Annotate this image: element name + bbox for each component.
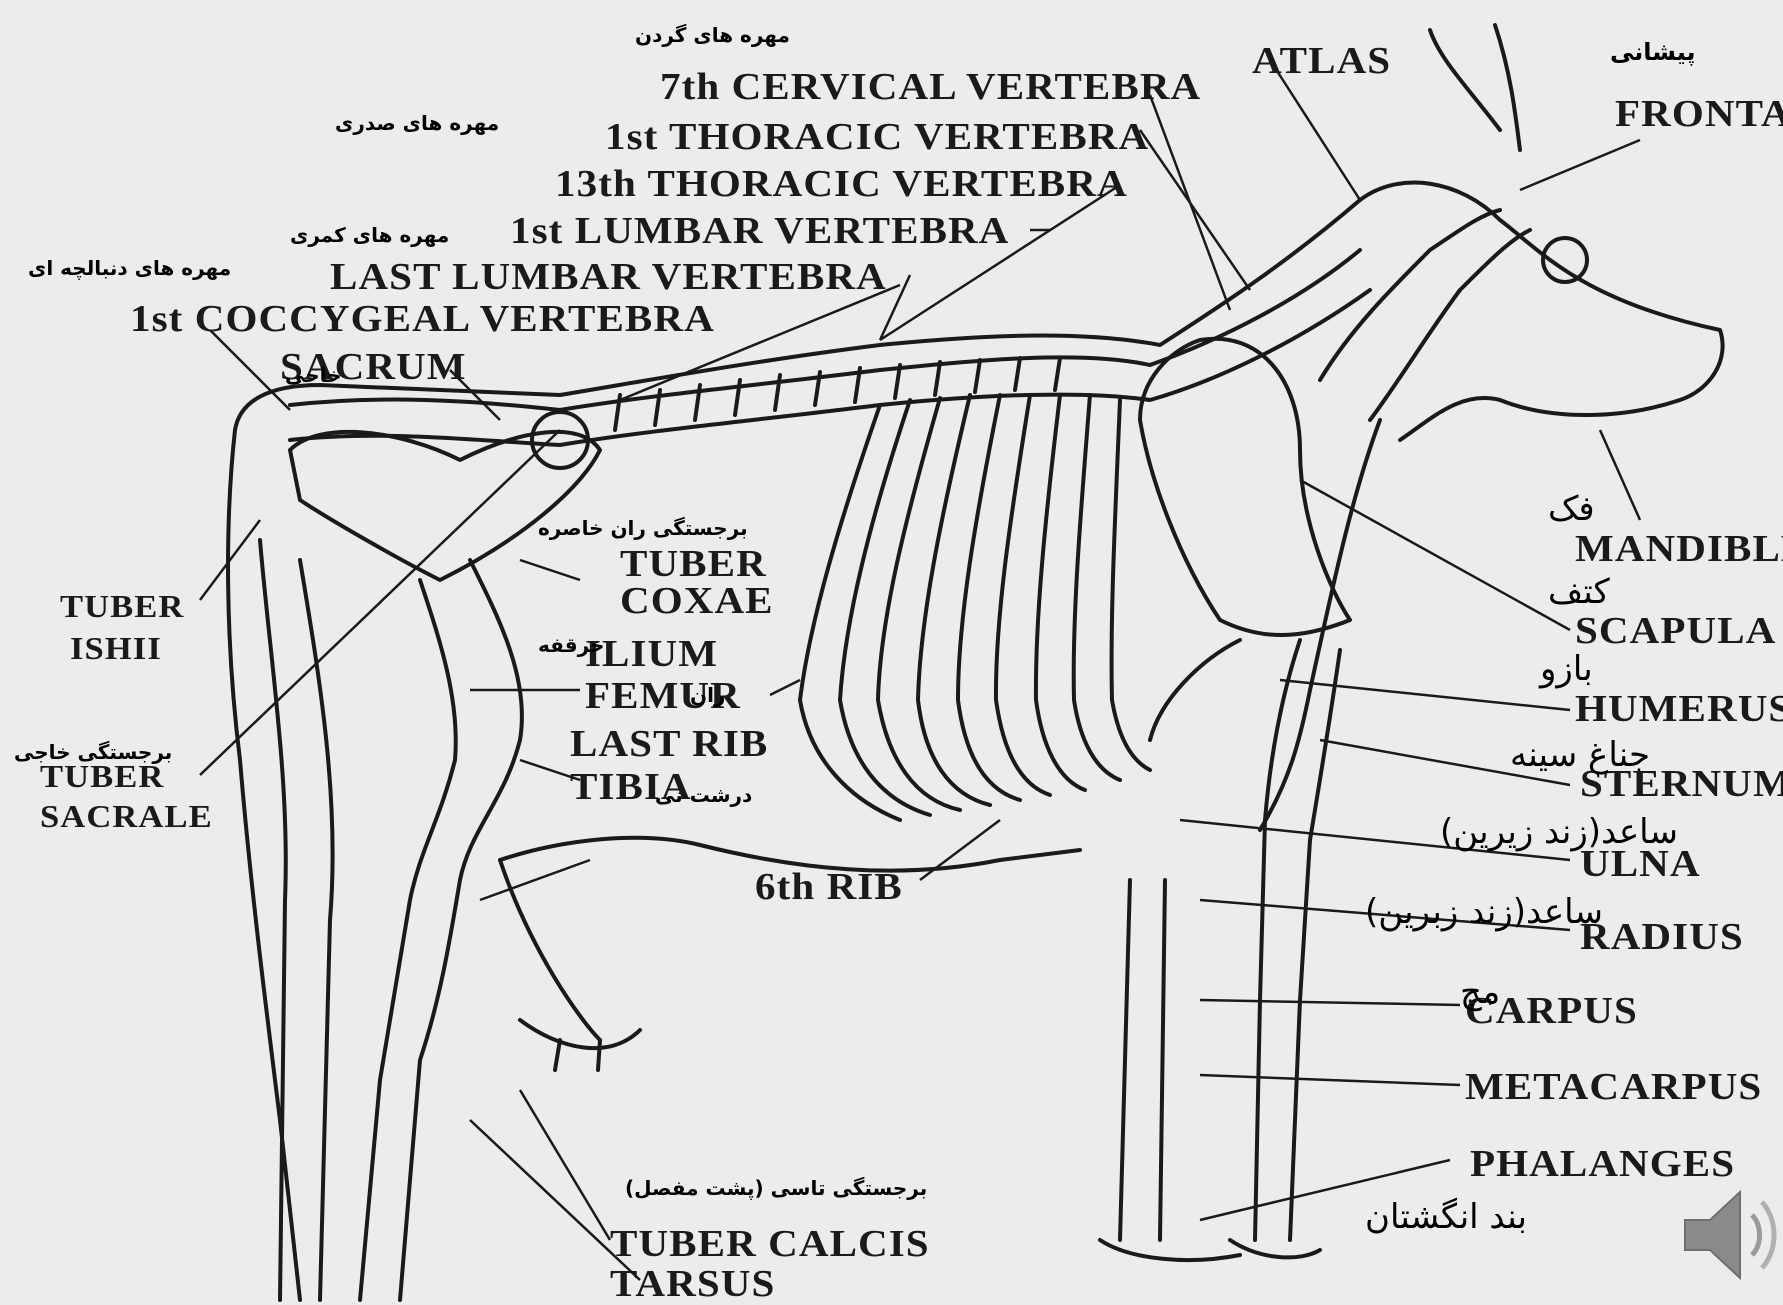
label-tuber-ishii-line1: TUBER <box>60 590 184 622</box>
label-metacarpus: METACARPUS <box>1465 1068 1762 1106</box>
label-fa-femur: ران <box>690 685 725 705</box>
label-frontal: FRONTA <box>1615 95 1783 133</box>
label-ilium: ILIUM <box>585 635 718 673</box>
label-tuber-ishii-line2: ISHII <box>70 632 162 664</box>
label-fa-tuber-calcis: برجستگی تاسی (پشت مفصل) <box>625 1178 927 1198</box>
label-tuber-coxae-line2: COXAE <box>620 582 774 620</box>
label-fa-frontal: پیشانی <box>1610 40 1696 64</box>
label-1st-coccygeal-vertebra: 1st COCCYGEAL VERTEBRA <box>130 300 715 338</box>
label-1st-thoracic-vertebra: 1st THORACIC VERTEBRA <box>605 118 1149 156</box>
label-last-lumbar-vertebra: LAST LUMBAR VERTEBRA <box>330 258 887 296</box>
label-fa-mandible: فک <box>1548 492 1595 526</box>
label-scapula: SCAPULA <box>1575 612 1776 650</box>
label-fa-ulna: ساعد(زند زیرین) <box>1440 815 1678 849</box>
label-tuber-sacrale-line1: TUBER <box>40 760 164 792</box>
label-tuber-coxae-line1: TUBER <box>620 545 767 583</box>
label-fa-sternum: جناغ سینه <box>1510 738 1650 772</box>
label-fa-radius: ساعد(زند زبرین) <box>1365 895 1603 929</box>
label-humerus: HUMERUS <box>1575 690 1783 728</box>
label-last-rib: LAST RIB <box>570 725 768 763</box>
label-radius: RADIUS <box>1580 918 1744 956</box>
label-phalanges: PHALANGES <box>1470 1145 1735 1183</box>
label-fa-phalanges: بند انگشتان <box>1365 1200 1527 1234</box>
label-fa-carpus: مچ <box>1460 975 1500 1009</box>
label-7th-cervical-vertebra: 7th CERVICAL VERTEBRA <box>660 68 1201 106</box>
label-1st-lumbar-vertebra: 1st LUMBAR VERTEBRA <box>510 212 1009 250</box>
label-fa-ilium: خرقفه <box>538 635 604 655</box>
label-fa-scapula: کتف <box>1548 575 1610 609</box>
label-fa-coccygeal: مهره های دنبالچه ای <box>28 258 231 278</box>
label-fa-humerus: بازو <box>1540 652 1593 686</box>
speaker-icon[interactable] <box>1680 1180 1780 1290</box>
label-13th-thoracic-vertebra: 13th THORACIC VERTEBRA <box>555 165 1128 203</box>
label-fa-tuber-coxae: برجستگی ران خاصره <box>538 518 748 538</box>
label-fa-lumbar: مهره های کمری <box>290 225 449 245</box>
label-fa-cervical: مهره های گردن <box>635 25 790 45</box>
label-6th-rib: 6th RIB <box>755 868 903 906</box>
label-fa-sacrum: خاجی <box>285 365 342 385</box>
label-tarsus: TARSUS <box>610 1265 775 1303</box>
label-fa-thoracic: مهره های صدری <box>335 113 499 133</box>
label-fa-tuber-sacrale: برجستگی خاجی <box>14 742 172 762</box>
label-mandible: MANDIBLE <box>1575 530 1783 568</box>
label-tuber-calcis: TUBER CALCIS <box>610 1225 930 1263</box>
label-tuber-sacrale-line2: SACRALE <box>40 800 213 832</box>
label-atlas: ATLAS <box>1252 42 1391 80</box>
label-fa-tibia: درشت نی <box>655 785 752 805</box>
